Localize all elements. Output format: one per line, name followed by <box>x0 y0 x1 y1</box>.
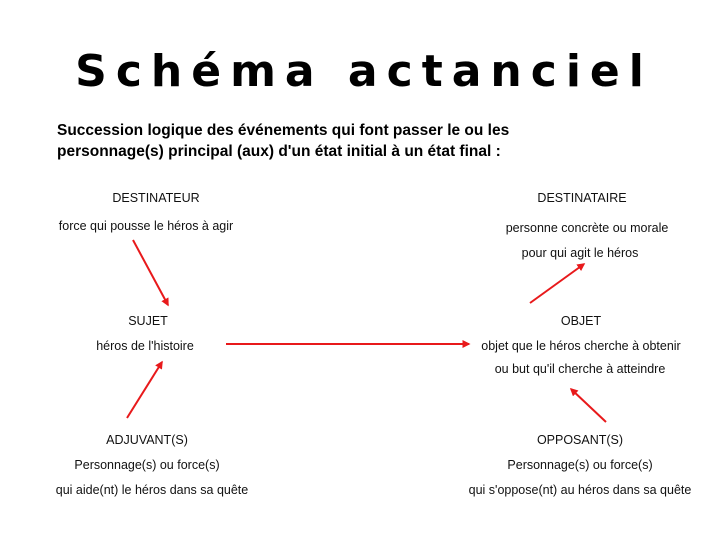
adjuvant-desc-1: Personnage(s) ou force(s) <box>74 458 220 472</box>
arrow-destinateur-to-sujet <box>132 239 169 307</box>
adjuvant-heading: ADJUVANT(S) <box>106 433 188 447</box>
slide-title: Schéma actanciel <box>75 46 653 97</box>
arrow-objet-to-destinataire <box>529 263 586 304</box>
opposant-desc-1: Personnage(s) ou force(s) <box>507 458 653 472</box>
slide-subtitle: Succession logique des événements qui fo… <box>57 120 657 162</box>
sujet-desc: héros de l'histoire <box>96 339 194 353</box>
subtitle-line-1: Succession logique des événements qui fo… <box>57 122 510 139</box>
objet-desc-1: objet que le héros cherche à obtenir <box>481 339 681 353</box>
opposant-heading: OPPOSANT(S) <box>536 433 624 447</box>
arrow-opposant-to-objet <box>569 387 607 423</box>
arrow-adjuvant-to-sujet <box>126 360 163 419</box>
destinataire-desc-2: pour qui agit le héros <box>521 246 639 260</box>
subtitle-line-2: personnage(s) principal (aux) d'un état … <box>57 143 501 160</box>
destinateur-heading: DESTINATEUR <box>112 191 200 205</box>
sujet-heading: SUJET <box>128 314 168 328</box>
objet-heading: OBJET <box>560 314 602 328</box>
opposant-desc-2: qui s'oppose(nt) au héros dans sa quête <box>468 483 692 497</box>
destinateur-desc: force qui pousse le héros à agir <box>58 219 234 233</box>
destinataire-heading: DESTINATAIRE <box>537 191 627 205</box>
objet-desc-2: ou but qu'il cherche à atteindre <box>494 362 666 376</box>
destinataire-desc-1: personne concrète ou morale <box>505 221 669 235</box>
adjuvant-desc-2: qui aide(nt) le héros dans sa quête <box>55 483 249 497</box>
